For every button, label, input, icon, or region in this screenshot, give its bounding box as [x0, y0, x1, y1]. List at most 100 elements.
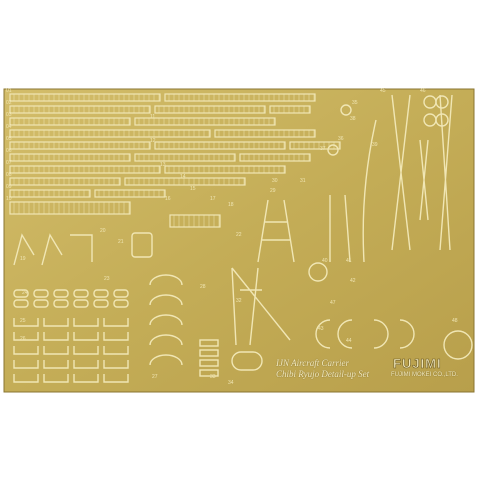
- curved-rail-part: [149, 334, 183, 346]
- part-number-label: 27: [152, 374, 158, 380]
- part-number-label: 19: [20, 256, 26, 262]
- small-part: [53, 299, 69, 308]
- channel-part: [43, 332, 69, 341]
- small-part: [93, 299, 109, 308]
- railing-band: [9, 93, 161, 102]
- part-number-label: 07: [6, 160, 12, 166]
- part-number-label: 28: [200, 284, 206, 290]
- brand-logo: FUJIMI: [393, 356, 442, 372]
- railing-band: [9, 189, 91, 198]
- curved-rail-part: [149, 354, 183, 366]
- ring-part: [443, 330, 473, 360]
- small-part: [93, 289, 109, 298]
- part-number-label: 12: [150, 138, 156, 144]
- maker-name: FUJIMI MOKEI CO.,LTD.: [391, 372, 458, 378]
- davit-part: [41, 233, 63, 266]
- railing-band: [289, 141, 341, 150]
- small-part: [199, 349, 219, 357]
- part-number-label: 02: [6, 100, 12, 106]
- curved-rail-part: [149, 314, 183, 326]
- block-part: [131, 232, 153, 258]
- small-part: [199, 359, 219, 367]
- part-number-label: 38: [350, 116, 356, 122]
- channel-part: [43, 360, 69, 369]
- part-number-label: 08: [6, 172, 12, 178]
- kit-title-line2: Chibi Ryujo Detail-up Set: [276, 369, 370, 379]
- railing-band: [9, 105, 151, 114]
- part-number-label: 05: [6, 136, 12, 142]
- railing-band: [164, 93, 316, 102]
- part-number-label: 10: [6, 196, 12, 202]
- part-number-label: 48: [452, 318, 458, 324]
- part-number-label: 25: [20, 318, 26, 324]
- part-number-label: 09: [6, 184, 12, 190]
- channel-part: [13, 374, 39, 383]
- small-part: [73, 289, 89, 298]
- part-number-label: 03: [6, 112, 12, 118]
- part-number-label: 15: [190, 186, 196, 192]
- channel-part: [103, 346, 129, 355]
- part-number-label: 26: [20, 336, 26, 342]
- part-number-label: 47: [330, 300, 336, 306]
- railing-band: [269, 105, 311, 114]
- part-number-label: 43: [318, 326, 324, 332]
- channel-part: [73, 360, 99, 369]
- railing-band: [134, 153, 236, 162]
- davit-part: [13, 233, 35, 266]
- part-number-label: 35: [352, 100, 358, 106]
- part-number-label: 32: [236, 298, 242, 304]
- curved-rail-part: [149, 294, 183, 306]
- part-number-label: 06: [6, 148, 12, 154]
- curved-rail-part: [149, 274, 183, 286]
- arc-part: [315, 319, 331, 349]
- railing-band: [164, 165, 286, 174]
- channel-part: [13, 332, 39, 341]
- railing-band: [9, 177, 121, 186]
- part-number-label: 46: [420, 88, 426, 94]
- small-part: [33, 289, 49, 298]
- mast-part: [391, 94, 411, 251]
- railing-band: [124, 177, 246, 186]
- railing-band: [169, 214, 221, 228]
- channel-part: [73, 318, 99, 327]
- railing-band: [239, 153, 311, 162]
- tower-part: [257, 199, 295, 263]
- part-number-label: 33: [210, 374, 216, 380]
- part-number-label: 39: [372, 142, 378, 148]
- part-number-label: 16: [165, 196, 171, 202]
- channel-part: [73, 374, 99, 383]
- part-number-label: 41: [346, 258, 352, 264]
- railing-band: [154, 141, 286, 150]
- railing-band: [9, 141, 151, 150]
- arc-part: [337, 319, 353, 349]
- channel-part: [103, 318, 129, 327]
- oval-part: [231, 351, 263, 371]
- bracket-part: [70, 234, 93, 262]
- part-number-label: 40: [322, 258, 328, 264]
- fret-plate: [3, 88, 475, 393]
- part-number-label: 11: [150, 114, 155, 120]
- small-part: [13, 299, 29, 308]
- part-number-label: 22: [236, 232, 242, 238]
- railing-band: [9, 153, 131, 162]
- small-part: [73, 299, 89, 308]
- left-detail-parts: [13, 232, 219, 383]
- part-number-label: 37: [320, 146, 326, 152]
- railing-band: [9, 117, 131, 126]
- kit-title: IJN Aircraft Carrier Chibi Ryujo Detail-…: [276, 358, 369, 380]
- small-part: [53, 289, 69, 298]
- small-part: [13, 289, 29, 298]
- channel-part: [43, 346, 69, 355]
- part-number-label: 29: [270, 188, 276, 194]
- mast-part: [419, 139, 429, 221]
- tower-part: [329, 194, 351, 263]
- part-number-label: 45: [380, 88, 386, 94]
- part-number-label: 18: [228, 202, 234, 208]
- part-number-label: 13: [160, 162, 166, 168]
- channel-part: [13, 346, 39, 355]
- kit-title-line1: IJN Aircraft Carrier: [276, 358, 350, 368]
- channel-part: [43, 374, 69, 383]
